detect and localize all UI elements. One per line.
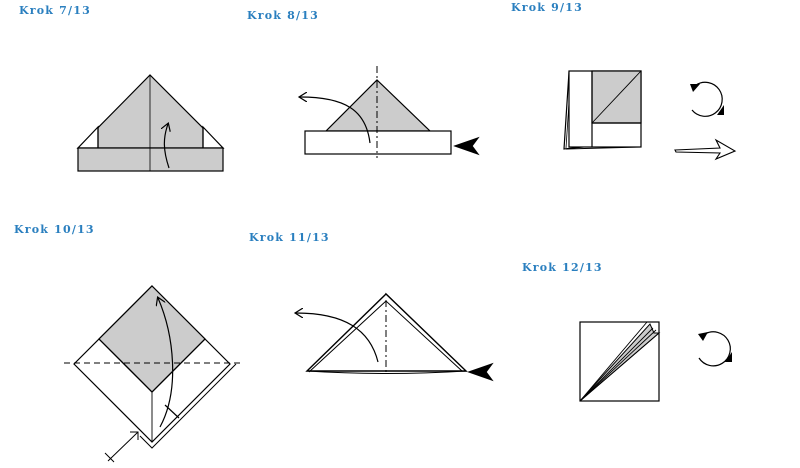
- step-8-push-arrowhead: [453, 136, 480, 156]
- step-12-label: Krok 12/13: [522, 261, 603, 274]
- step-10-fold-up-arrow: [158, 298, 174, 428]
- step-9-diagonal: [591, 70, 642, 124]
- step-9-turn-over-arrow: [674, 138, 737, 161]
- step-12-figure: [579, 321, 732, 402]
- step-10-label: Krok 10/13: [14, 223, 95, 236]
- step-7-triangle: [76, 74, 225, 149]
- step-10-figure: [64, 285, 240, 463]
- step-7-left-flap: [76, 125, 99, 149]
- step-8-turn-arrow: [300, 97, 371, 144]
- step-12-rotate-icon: [698, 331, 731, 367]
- step-8-figure: [300, 66, 480, 158]
- step-7-fold-up-arrow: [164, 124, 169, 169]
- step-9-rotate-icon: [691, 81, 723, 117]
- step-7-right-flap: [202, 125, 225, 149]
- step-8-band: [304, 130, 452, 155]
- step-7-bottom-band: [77, 147, 224, 172]
- step-11-figure: [296, 292, 494, 382]
- step-9-figure: [563, 70, 737, 161]
- step-11-push-arrowhead: [467, 362, 494, 382]
- step-8-triangle: [324, 79, 432, 132]
- step-11-label: Krok 11/13: [249, 231, 330, 244]
- step-11-turn-arrow: [296, 313, 379, 363]
- step-7-figure: [76, 74, 225, 172]
- step-7-label: Krok 7/13: [19, 4, 91, 17]
- step-10-push-arrow: [107, 431, 139, 462]
- step-8-label: Krok 8/13: [247, 9, 319, 22]
- step-9-label: Krok 9/13: [511, 1, 583, 14]
